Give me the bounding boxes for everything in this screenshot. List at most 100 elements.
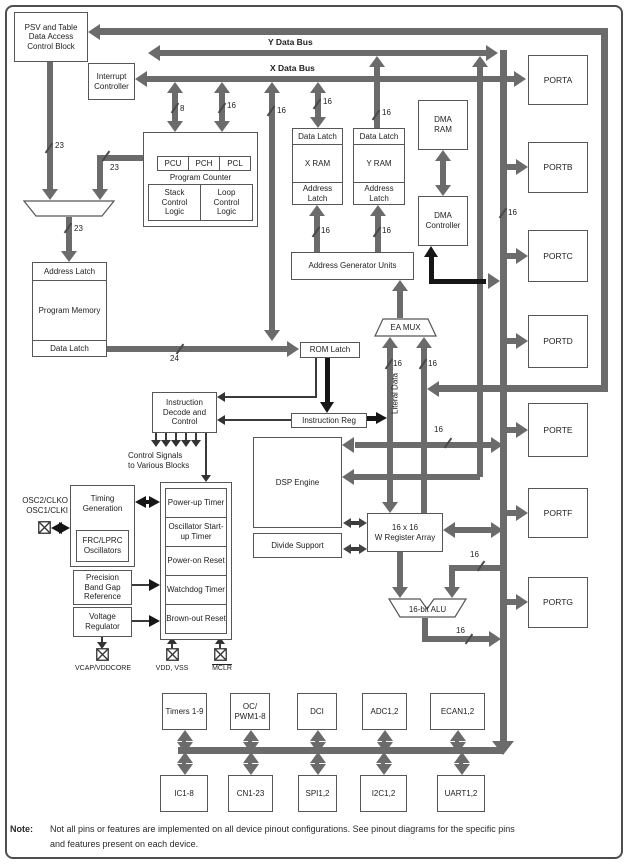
- dma-ram-line: DMA: [434, 115, 452, 125]
- arrowhead: [392, 280, 408, 291]
- arrowhead: [151, 440, 161, 447]
- arrowhead: [243, 752, 259, 763]
- frc-line: Oscillators: [83, 546, 122, 555]
- bandgap-line: Reference: [84, 592, 121, 602]
- pc-mux-shape: [22, 200, 116, 222]
- brown-out-reset-cell: Brown-out Reset: [165, 604, 227, 634]
- interrupt-line: Controller: [94, 81, 129, 91]
- adc-block: ADC1,2: [362, 693, 407, 730]
- width-label: 8: [180, 104, 185, 113]
- arrowhead: [181, 440, 191, 447]
- alu-label: 16-bit ALU: [388, 603, 467, 617]
- portf-branch: [507, 510, 516, 516]
- agu-block: Address Generator Units: [291, 252, 414, 280]
- cn-text: CN1-23: [236, 788, 265, 798]
- vreg-vcap-link: [101, 637, 103, 644]
- yram-ybus: [374, 67, 380, 128]
- width-label: 16: [393, 359, 402, 368]
- width-label: 16: [382, 108, 391, 117]
- osc1-label: OSC1/CLKI: [26, 506, 68, 515]
- uart-text: UART1,2: [444, 788, 478, 798]
- port-bus: [500, 50, 507, 741]
- ctrl-arrow: [185, 433, 187, 441]
- note-line1: Not all pins or features are implemented…: [50, 824, 515, 834]
- timing-line: Timing: [90, 494, 115, 503]
- pch-cell: PCH: [188, 156, 220, 171]
- dsp-warray-link: [349, 521, 361, 525]
- arrowhead: [59, 522, 70, 534]
- timers-text: Timers 1-9: [165, 706, 204, 716]
- adc-text: ADC1,2: [370, 706, 399, 716]
- reset-text: Oscillator Start-up Timer: [168, 522, 224, 541]
- xram-data-latch: Data Latch: [292, 128, 343, 145]
- width-label: 23: [74, 224, 83, 233]
- pch-text: PCH: [195, 158, 213, 168]
- alu-out-h: [422, 636, 489, 642]
- pcu-cell: PCU: [157, 156, 189, 171]
- arrowhead: [243, 742, 259, 753]
- vcap-pin-icon: [96, 648, 109, 661]
- control-signals-line: Control Signals: [128, 451, 183, 461]
- mclr-pin-icon: [214, 648, 227, 661]
- arrowhead: [161, 440, 171, 447]
- arrowhead: [310, 764, 326, 775]
- alu-in-h: [449, 565, 503, 571]
- spi-text: SPI1,2: [305, 788, 330, 798]
- osc-pin-icon: [38, 521, 51, 534]
- portb-text: PORTB: [543, 162, 573, 173]
- arrowhead: [264, 82, 280, 93]
- arrowhead: [376, 752, 392, 763]
- arrowhead: [359, 518, 367, 528]
- x-data-bus-label: X Data Bus: [270, 63, 315, 73]
- portc-branch: [507, 253, 516, 259]
- eamux-agu-bus: [397, 291, 403, 318]
- porte-block: PORTE: [528, 403, 588, 457]
- arrowhead: [416, 337, 432, 348]
- arrowhead: [450, 730, 466, 741]
- stack-line: Control: [161, 197, 188, 207]
- osc2-label: OSC2/CLKO: [22, 496, 68, 506]
- uart-block: UART1,2: [437, 775, 485, 812]
- arrowhead: [427, 381, 439, 397]
- pcl-text: PCL: [227, 158, 243, 168]
- stack-line: Stack: [164, 188, 185, 198]
- porte-branch: [507, 427, 516, 433]
- arrowhead: [491, 522, 503, 538]
- wrap-bus-top: [96, 28, 605, 35]
- pc-mux-bus-v: [97, 155, 103, 189]
- loop-line: Logic: [216, 207, 237, 217]
- bandgap-line: Band Gap: [84, 582, 121, 592]
- instruction-decode-block: Instruction Decode and Control: [152, 392, 217, 433]
- arrowhead: [454, 752, 470, 763]
- arrowhead: [443, 522, 455, 538]
- alu-text: 16-bit ALU: [408, 605, 447, 615]
- decode-line: Decode and: [162, 407, 207, 417]
- wrap-bus-bottom: [437, 385, 605, 392]
- dsp-text: DSP Engine: [275, 477, 320, 487]
- arrowhead: [486, 45, 498, 61]
- arrowhead: [264, 330, 280, 341]
- width-label: 16: [428, 359, 437, 368]
- ic-text: IC1-8: [174, 788, 194, 798]
- arrowhead: [310, 117, 326, 128]
- arrowhead: [516, 159, 528, 175]
- dma-ram-block: DMA RAM: [418, 100, 468, 150]
- w-array-line: 16 x 16: [391, 522, 419, 532]
- literal-data-bus: [387, 348, 393, 502]
- ctrl-arrow: [155, 433, 157, 441]
- arrowhead: [392, 587, 408, 598]
- arrowhead: [287, 341, 299, 357]
- arrowhead: [309, 205, 325, 216]
- program-counter-text: Program Counter: [169, 172, 232, 182]
- watchdog-timer-cell: Watchdog Timer: [165, 575, 227, 605]
- arrowhead: [51, 522, 62, 534]
- vcap-pin-label: VCAP/VDDCORE: [74, 665, 131, 672]
- y-data-bus: [160, 50, 488, 56]
- timing-line: Generation: [82, 503, 123, 513]
- warray-port-bus: [455, 527, 491, 533]
- peripheral-bus: [178, 747, 503, 754]
- porta-block: PORTA: [528, 55, 588, 105]
- program-data-bus: [107, 346, 287, 352]
- width-label: 16: [382, 226, 391, 235]
- portc-text: PORTC: [543, 250, 573, 261]
